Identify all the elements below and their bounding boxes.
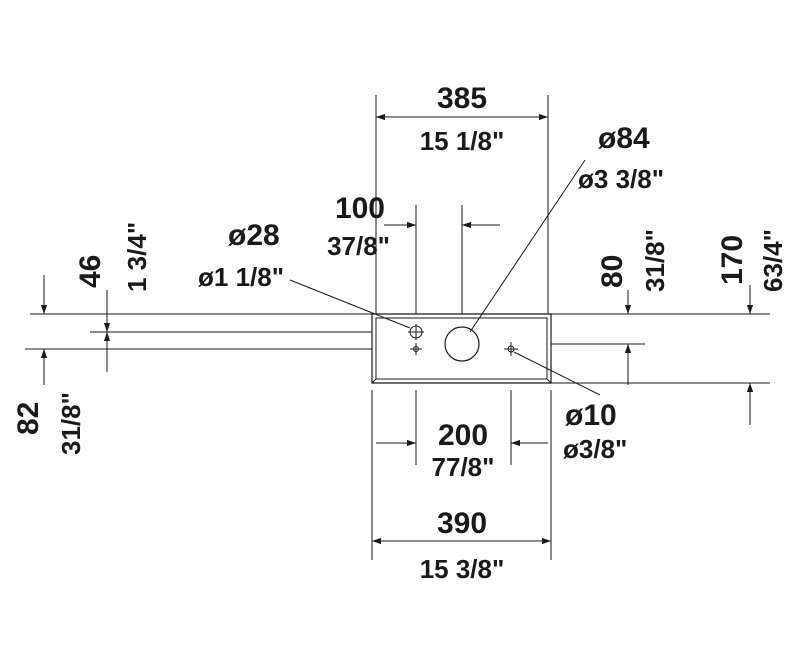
label-15-3-8: 15 3/8" [420,554,505,584]
label-7-7-8: 77/8" [432,452,495,482]
label-200: 200 [438,419,488,452]
label-6-3-4: 63/4" [758,229,788,292]
label-o3-3-8: ø3 3/8" [578,164,664,194]
label-1-3-4: 1 3/4" [122,222,152,292]
label-o3-8: ø3/8" [563,434,627,464]
label-o10: ø10 [565,399,617,432]
label-100: 100 [335,192,385,225]
label-385: 385 [437,82,487,115]
extension-lines [25,95,770,560]
label-46: 46 [74,255,107,288]
hole-small-center [410,343,422,355]
dimension-lines [40,113,754,545]
label-3-7-8: 37/8" [327,231,390,261]
label-o28: ø28 [228,219,280,252]
hole-large [444,326,480,362]
label-left-3-1-8: 31/8" [56,392,86,455]
label-82: 82 [12,402,45,435]
label-80: 80 [596,255,629,288]
tank-outline [371,313,552,384]
label-o84: ø84 [598,122,650,155]
leader-lines [289,159,601,396]
label-15-1-8: 15 1/8" [420,126,505,156]
hole-small [408,324,424,340]
label-170: 170 [716,235,749,285]
label-o1-1-8: ø1 1/8" [198,262,284,292]
label-390: 390 [437,507,487,540]
label-right-3-1-8: 31/8" [640,229,670,292]
hole-tiny [504,342,518,356]
